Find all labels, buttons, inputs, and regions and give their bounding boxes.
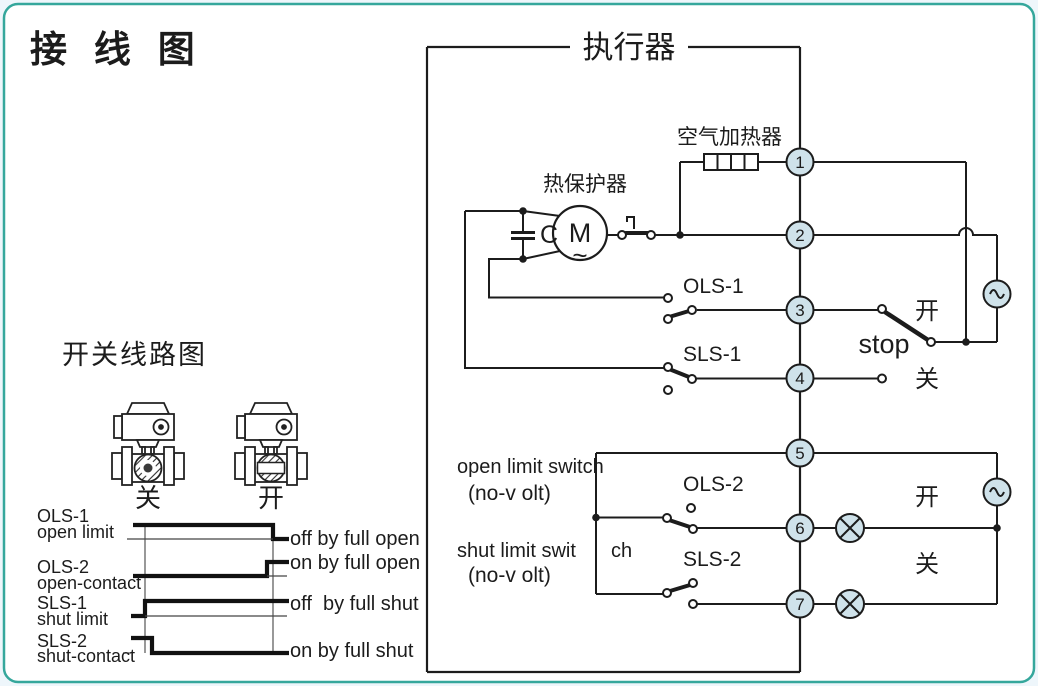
open-no-volt-text: (no-v olt): [468, 482, 551, 505]
timing-reference-lines: [144, 524, 274, 653]
timing-row-desc: open limit: [37, 522, 114, 542]
timing-row-name: OLS-1: [37, 506, 89, 526]
timing-row-desc: shut-contact: [37, 646, 135, 666]
ols2-switch: OLS-2: [662, 473, 744, 534]
terminal-6: 6: [785, 513, 815, 543]
timing-baselines: [123, 538, 287, 654]
terminal-4-number: 4: [795, 369, 804, 388]
sls1-switch: SLS-1: [663, 343, 741, 395]
timing-note: on by full open: [290, 552, 420, 574]
shut-limit-switch-text: shut limit swit: [457, 540, 576, 562]
actuator-title: 执行器: [583, 30, 676, 66]
junction-cap-top: [519, 207, 527, 215]
junction-stop-common: [962, 338, 970, 346]
signal-sls2: [131, 635, 289, 656]
open-lamp-icon: [835, 513, 865, 543]
air-heater: 空气加热器: [677, 125, 782, 171]
air-heater-label: 空气加热器: [677, 125, 782, 149]
signal-sls1: [131, 598, 289, 619]
motor-letter: M: [569, 218, 592, 248]
wire-t1-right-drop: [813, 161, 967, 342]
terminal-1-number: 1: [795, 153, 804, 172]
thermal-protector-label: 热保护器: [543, 172, 627, 196]
shut-limit-switch-wrap: ch: [611, 540, 632, 562]
timing-row-desc: shut limit: [37, 609, 108, 629]
wire-t5-left-bracket: [595, 452, 787, 595]
terminal-5-number: 5: [795, 444, 804, 463]
timing-note: off by full open: [290, 528, 420, 550]
timing-row-name: OLS-2: [37, 557, 89, 577]
terminal-6-number: 6: [795, 519, 804, 538]
junction-dots: [519, 207, 1001, 532]
stop-label: stop: [858, 329, 909, 359]
sls1-label: SLS-1: [683, 343, 741, 366]
close-label-lower: 关: [915, 550, 939, 578]
ols1-switch: OLS-1: [663, 275, 744, 324]
terminal-7-number: 7: [795, 595, 804, 614]
timing-chart: OLS-1 open limit OLS-2 open-contact SLS-…: [37, 506, 420, 666]
junction-cap-bottom: [519, 255, 527, 263]
open-label-upper: 开: [915, 297, 939, 325]
timing-note: on by full shut: [290, 640, 414, 662]
sls2-label: SLS-2: [683, 548, 741, 571]
signal-ols1: [133, 522, 289, 542]
timing-row-name: SLS-2: [37, 631, 87, 651]
terminal-3-number: 3: [795, 301, 804, 320]
page-title: 接 线 图: [30, 28, 202, 71]
thermal-switch-icon: [617, 216, 656, 240]
wire-t2-hop-to-ac1: [813, 227, 998, 281]
capacitor-icon: [511, 231, 535, 240]
junction-heater: [676, 231, 684, 239]
terminal-7: 7: [785, 589, 815, 619]
open-label-lower: 开: [915, 483, 939, 511]
motor-icon: [551, 204, 609, 262]
timing-left-labels: OLS-1 open limit OLS-2 open-contact SLS-…: [37, 506, 141, 666]
valve-closed-label: 关: [135, 484, 161, 514]
motor-assembly: 热保护器 M ~ C: [511, 172, 656, 270]
novolt-labels: open limit switch (no-v olt) shut limit …: [457, 456, 632, 587]
valve-open-icon: [234, 402, 308, 486]
wire-t5-to-ac2: [813, 452, 998, 479]
junction-lamp-common: [993, 524, 1001, 532]
terminal-2-number: 2: [795, 226, 804, 245]
shut-no-volt-text: (no-v olt): [468, 564, 551, 587]
wire-feed-to-ols1: [488, 258, 664, 299]
close-label-upper: 关: [915, 365, 939, 393]
capacitor-letter: C: [540, 221, 558, 249]
terminal-3: 3: [785, 295, 815, 325]
timing-row-name: SLS-1: [37, 593, 87, 613]
stop-selector-switch: stop 开 关: [858, 297, 939, 393]
terminal-1: 1: [785, 147, 815, 177]
wire-motor-tangents: [522, 210, 561, 260]
ac-source-upper-icon: [982, 279, 1012, 309]
ols2-label: OLS-2: [683, 473, 744, 496]
switch-diagram-title: 开关线路图: [62, 340, 207, 371]
timing-signal-lines: [131, 522, 289, 656]
timing-row-desc: open-contact: [37, 573, 141, 593]
terminal-5: 5: [785, 438, 815, 468]
terminal-4: 4: [785, 363, 815, 393]
terminal-2: 2: [785, 220, 815, 250]
terminal-strip: 1 2 3 4 5 6 7: [785, 147, 815, 619]
wire-heater-branch: [679, 161, 704, 235]
close-lamp-icon: [835, 589, 865, 619]
signal-ols2: [133, 559, 289, 579]
timing-right-notes: off by full open on by full open off by …: [290, 528, 420, 662]
valve-closed-icon: [111, 402, 185, 486]
motor-wave-symbol: ~: [572, 240, 587, 270]
heater-resistor-icon: [703, 153, 759, 171]
junction-novolt-common: [592, 513, 600, 522]
open-limit-switch-text: open limit switch: [457, 456, 604, 478]
timing-note: off by full shut: [290, 593, 419, 615]
ols1-label: OLS-1: [683, 275, 744, 298]
ac-source-lower-icon: [982, 477, 1012, 507]
wire-feed-to-sls1: [464, 211, 664, 369]
sls2-switch: SLS-2: [662, 548, 741, 609]
valve-open-label: 开: [258, 484, 284, 514]
